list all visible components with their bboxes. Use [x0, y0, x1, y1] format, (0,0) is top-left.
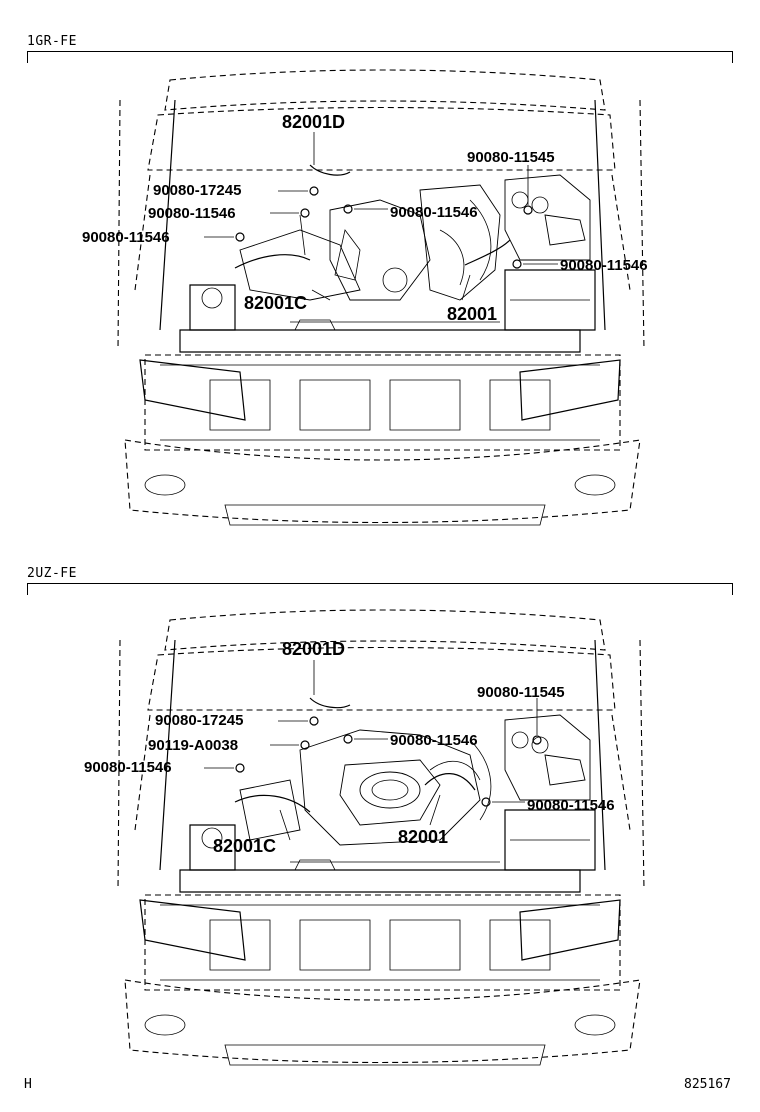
callout-90080-11546-d: 90080-11546 [560, 257, 648, 274]
bolts [235, 186, 533, 269]
engine-bay-diagram: 82001D 90080-11545 90080-17245 90119-A00… [84, 609, 645, 1066]
bolts [235, 716, 542, 807]
vehicle-outline [117, 69, 645, 526]
callout-90080-17245: 90080-17245 [153, 182, 241, 199]
section-1gr-fe: 1GR-FE [0, 0, 760, 540]
callout-90080-11546-c: 90080-11546 [527, 797, 615, 814]
callout-82001c: 82001C [213, 836, 276, 856]
engine-label: 2UZ-FE [27, 566, 77, 581]
frame-tick-right [732, 51, 733, 63]
section-2uz-fe: 2UZ-FE [0, 540, 760, 1080]
callout-82001d: 82001D [282, 639, 345, 659]
callout-90080-11546-b: 90080-11546 [390, 204, 478, 221]
callout-labels: 82001D 90080-11545 90080-17245 90080-115… [82, 112, 648, 324]
frame-tick-left [27, 583, 28, 595]
callout-82001: 82001 [447, 304, 497, 324]
wiring-harness [234, 697, 476, 813]
engine-components [239, 714, 591, 871]
callout-90119-a0038: 90119-A0038 [148, 737, 238, 754]
frame-tick-right [732, 583, 733, 595]
engine-label: 1GR-FE [27, 34, 77, 49]
callout-labels: 82001D 90080-11545 90080-17245 90119-A00… [84, 639, 615, 856]
callout-90080-17245: 90080-17245 [155, 712, 243, 729]
callout-90080-11546-a: 90080-11546 [390, 732, 478, 749]
callout-90080-11545: 90080-11545 [477, 684, 565, 701]
callout-90080-11546-b: 90080-11546 [84, 759, 172, 776]
leader-lines [204, 660, 538, 841]
engine-bay-diagram: 82001D 90080-11545 90080-17245 90080-115… [82, 69, 648, 526]
callout-90080-11546-c: 90080-11546 [82, 229, 170, 246]
callout-90080-11546-a: 90080-11546 [148, 205, 236, 222]
section-frame [27, 51, 733, 52]
callout-82001d: 82001D [282, 112, 345, 132]
callout-82001: 82001 [398, 827, 448, 847]
callout-90080-11545: 90080-11545 [467, 149, 555, 166]
vehicle-outline [117, 609, 645, 1066]
leader-lines [204, 132, 558, 301]
section-frame [27, 583, 733, 584]
wiring-harness [234, 164, 511, 269]
callout-82001c: 82001C [244, 293, 307, 313]
footer-figure-number: 825167 [684, 1077, 731, 1092]
footer-left-code: H [24, 1077, 32, 1092]
frame-tick-left [27, 51, 28, 63]
